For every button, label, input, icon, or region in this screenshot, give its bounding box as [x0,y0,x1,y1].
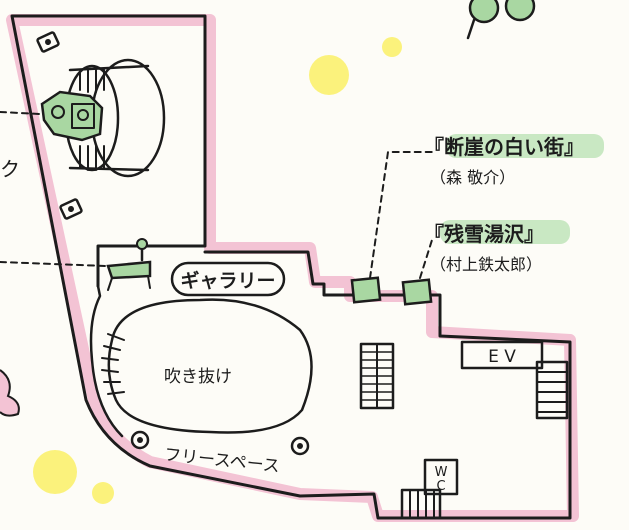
restroom-w-text: W [435,465,448,480]
building-wall [10,14,572,520]
artwork-title-2: 『残雪湯沢』 [424,222,544,246]
flower-decor [0,369,20,417]
decor-dot [309,55,349,95]
elevator-room: E V [460,340,544,370]
artwork-title-1: 『断崖の白い街』 [424,135,584,159]
leader-line [369,151,433,279]
partial-left-label: ク [0,157,20,181]
artwork-artist-1: （森 敬介） [430,168,515,187]
stairs-icon [400,488,442,520]
decor-dot [92,482,114,504]
inner-wall [89,284,124,438]
stairs-icon [535,360,569,420]
label-highlight [440,220,570,244]
leader-line [419,239,433,279]
gallery-text: ギャラリー [180,270,275,292]
artwork-artist-2: （村上鉄太郎） [430,255,542,274]
statue-icon [40,90,104,142]
decor-dot [33,450,77,494]
decor-dot [382,37,402,57]
atrium-text: 吹き抜け [164,367,232,387]
camera-icon [59,198,83,220]
leader-line [0,261,107,267]
artwork-marker-icon[interactable] [401,278,433,306]
bench-icon [130,430,150,450]
camera-icon [36,31,60,53]
elevator-text: E V [488,347,516,367]
stairs-icon [101,333,125,395]
leader-line [0,111,41,115]
wall-highlight [6,14,579,522]
label-highlight [446,134,604,158]
escalator-icon [359,342,395,410]
telescope-icon [106,238,152,291]
restroom-c-text: C [436,479,445,494]
atrium-void [107,298,313,434]
gallery-label: ギャラリー [170,261,286,297]
bench-icon [290,436,310,456]
stage-structure [64,58,166,178]
artwork-marker-icon[interactable] [350,276,382,304]
robot-icon [466,0,536,40]
